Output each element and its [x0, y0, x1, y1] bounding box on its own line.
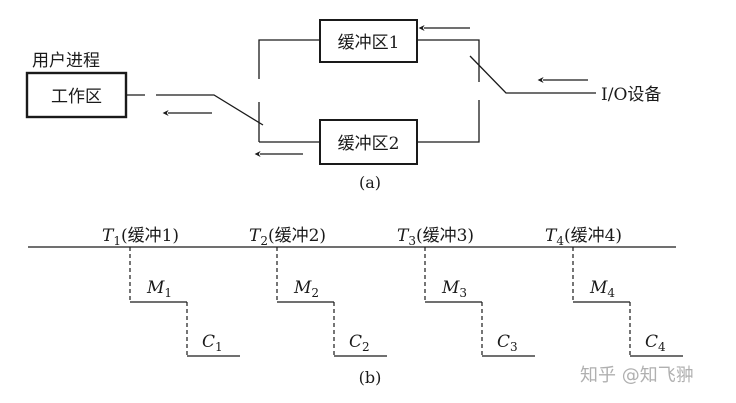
time-label: T2(缓冲2) [249, 226, 326, 248]
buffer1-label: 缓冲区1 [338, 33, 400, 53]
time-label: T3(缓冲3) [397, 226, 474, 248]
move-label: M2 [293, 278, 319, 300]
watermark: 知乎 @知飞翀 [580, 365, 694, 386]
compute-label: C3 [497, 332, 518, 354]
io-device-label: I/O设备 [601, 85, 661, 105]
work-area-label: 工作区 [51, 87, 102, 107]
diagram-a: 用户进程 工作区 缓冲区1 缓冲区2 I/O设备 (a) [25, 19, 661, 192]
connection-lines [126, 39, 596, 143]
buffer1-box [319, 19, 418, 63]
caption-b: (b) [359, 368, 382, 387]
user-process-label: 用户进程 [32, 51, 100, 71]
compute-label: C4 [645, 332, 666, 354]
compute-label: C1 [202, 332, 223, 354]
compute-label: C2 [349, 332, 370, 354]
move-label: M3 [441, 278, 467, 300]
flow-arrows [162, 25, 588, 157]
caption-a: (a) [359, 173, 381, 192]
time-label: T1(缓冲1) [102, 226, 179, 248]
move-label: M1 [146, 278, 172, 300]
buffer2-label: 缓冲区2 [338, 134, 400, 154]
move-label: M4 [589, 278, 615, 300]
time-label: T4(缓冲4) [545, 226, 622, 248]
